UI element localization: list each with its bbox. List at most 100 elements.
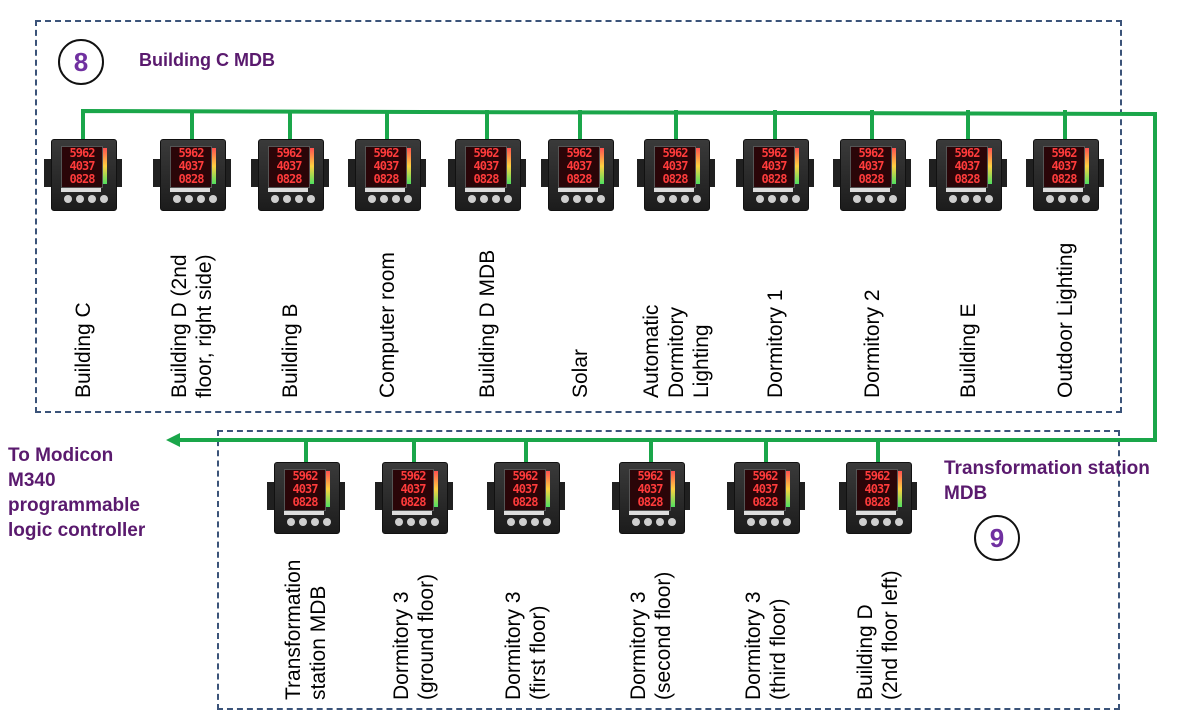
meter-brand-strip: [753, 188, 793, 192]
meter-button-icon: [492, 195, 500, 203]
power-meter-bottom-0: 596240370828: [267, 462, 345, 534]
power-meter-top-5: 596240370828: [541, 139, 619, 211]
meter-label-bottom-1: Dormitory 3 (ground floor): [389, 574, 439, 700]
meter-screen: 596240370828: [558, 146, 600, 188]
meter-bargraph: [898, 471, 902, 507]
meter-bargraph: [546, 471, 550, 507]
meter-label-top-0: Building C: [71, 302, 96, 398]
meter-reading-3: 0828: [745, 496, 785, 509]
meter-button-icon: [973, 195, 981, 203]
meter-button-icon: [380, 195, 388, 203]
meter-button-icon: [197, 195, 205, 203]
meter-buttons: [853, 195, 897, 205]
meter-label-top-6: Automatic Dormitory Lighting: [639, 305, 714, 398]
meter-label-top-7: Dormitory 1: [763, 289, 788, 398]
meter-body: 596240370828: [936, 139, 1002, 211]
power-meter-top-7: 596240370828: [736, 139, 814, 211]
meter-brand-strip: [465, 188, 505, 192]
meter-reading-3: 0828: [1044, 173, 1084, 186]
meter-buttons: [1046, 195, 1090, 205]
meter-button-icon: [504, 195, 512, 203]
meter-reading-3: 0828: [466, 173, 506, 186]
meter-bargraph: [407, 148, 411, 184]
meter-brand-strip: [654, 188, 694, 192]
meter-button-icon: [792, 195, 800, 203]
meter-brand-strip: [61, 188, 101, 192]
meter-body: 596240370828: [619, 462, 685, 534]
meter-reading-3: 0828: [754, 173, 794, 186]
meter-buttons: [561, 195, 605, 205]
meter-button-icon: [877, 195, 885, 203]
meter-button-icon: [76, 195, 84, 203]
meter-brand-strip: [946, 188, 986, 192]
meter-reading-3: 0828: [655, 173, 695, 186]
meter-buttons: [859, 518, 903, 528]
meter-button-icon: [657, 195, 665, 203]
meter-bargraph: [310, 148, 314, 184]
meter-button-icon: [783, 518, 791, 526]
meter-button-icon: [871, 518, 879, 526]
meter-brand-strip: [744, 511, 784, 515]
meter-button-icon: [669, 195, 677, 203]
meter-screen: 596240370828: [629, 469, 671, 511]
meter-label-top-8: Dormitory 2: [860, 289, 885, 398]
meter-buttons: [468, 195, 512, 205]
meter-button-icon: [311, 518, 319, 526]
meter-button-icon: [681, 195, 689, 203]
meter-brand-strip: [856, 511, 896, 515]
meter-button-icon: [271, 195, 279, 203]
meter-screen: 596240370828: [61, 146, 103, 188]
meter-button-icon: [287, 518, 295, 526]
power-meter-bottom-2: 596240370828: [487, 462, 565, 534]
meter-button-icon: [64, 195, 72, 203]
meter-label-bottom-5: Building D (2nd floor left): [853, 570, 903, 700]
arrow-to-controller-icon: [166, 433, 180, 447]
meter-bargraph: [671, 471, 675, 507]
meter-brand-strip: [284, 511, 324, 515]
meter-button-icon: [407, 518, 415, 526]
meter-button-icon: [853, 195, 861, 203]
meter-buttons: [287, 518, 331, 528]
meter-button-icon: [889, 195, 897, 203]
meter-button-icon: [985, 195, 993, 203]
meter-button-icon: [693, 195, 701, 203]
meter-label-top-5: Solar: [568, 349, 593, 398]
meter-button-icon: [431, 518, 439, 526]
meter-button-icon: [173, 195, 181, 203]
meter-bargraph: [326, 471, 330, 507]
meter-bargraph: [988, 148, 992, 184]
power-meter-top-4: 596240370828: [448, 139, 526, 211]
meter-screen: 596240370828: [365, 146, 407, 188]
meter-body: 596240370828: [51, 139, 117, 211]
meter-button-icon: [185, 195, 193, 203]
meter-bargraph: [795, 148, 799, 184]
meter-body: 596240370828: [160, 139, 226, 211]
meter-bargraph: [696, 148, 700, 184]
power-meter-top-10: 596240370828: [1026, 139, 1104, 211]
meter-button-icon: [780, 195, 788, 203]
meter-brand-strip: [170, 188, 210, 192]
meter-brand-strip: [558, 188, 598, 192]
meter-reading-3: 0828: [393, 496, 433, 509]
meter-buttons: [271, 195, 315, 205]
meter-button-icon: [531, 518, 539, 526]
meter-button-icon: [1082, 195, 1090, 203]
meter-brand-strip: [504, 511, 544, 515]
meter-body: 596240370828: [846, 462, 912, 534]
meter-button-icon: [1058, 195, 1066, 203]
meter-screen: 596240370828: [946, 146, 988, 188]
meter-bargraph: [434, 471, 438, 507]
meter-button-icon: [756, 195, 764, 203]
meter-button-icon: [1070, 195, 1078, 203]
meter-button-icon: [859, 518, 867, 526]
meter-label-top-2: Building B: [278, 303, 303, 398]
meter-body: 596240370828: [743, 139, 809, 211]
meter-bargraph: [892, 148, 896, 184]
meter-reading-3: 0828: [285, 496, 325, 509]
meter-screen: 596240370828: [504, 469, 546, 511]
meter-body: 596240370828: [1033, 139, 1099, 211]
meter-button-icon: [323, 518, 331, 526]
meter-button-icon: [1046, 195, 1054, 203]
meter-screen: 596240370828: [654, 146, 696, 188]
power-meter-top-0: 596240370828: [44, 139, 122, 211]
